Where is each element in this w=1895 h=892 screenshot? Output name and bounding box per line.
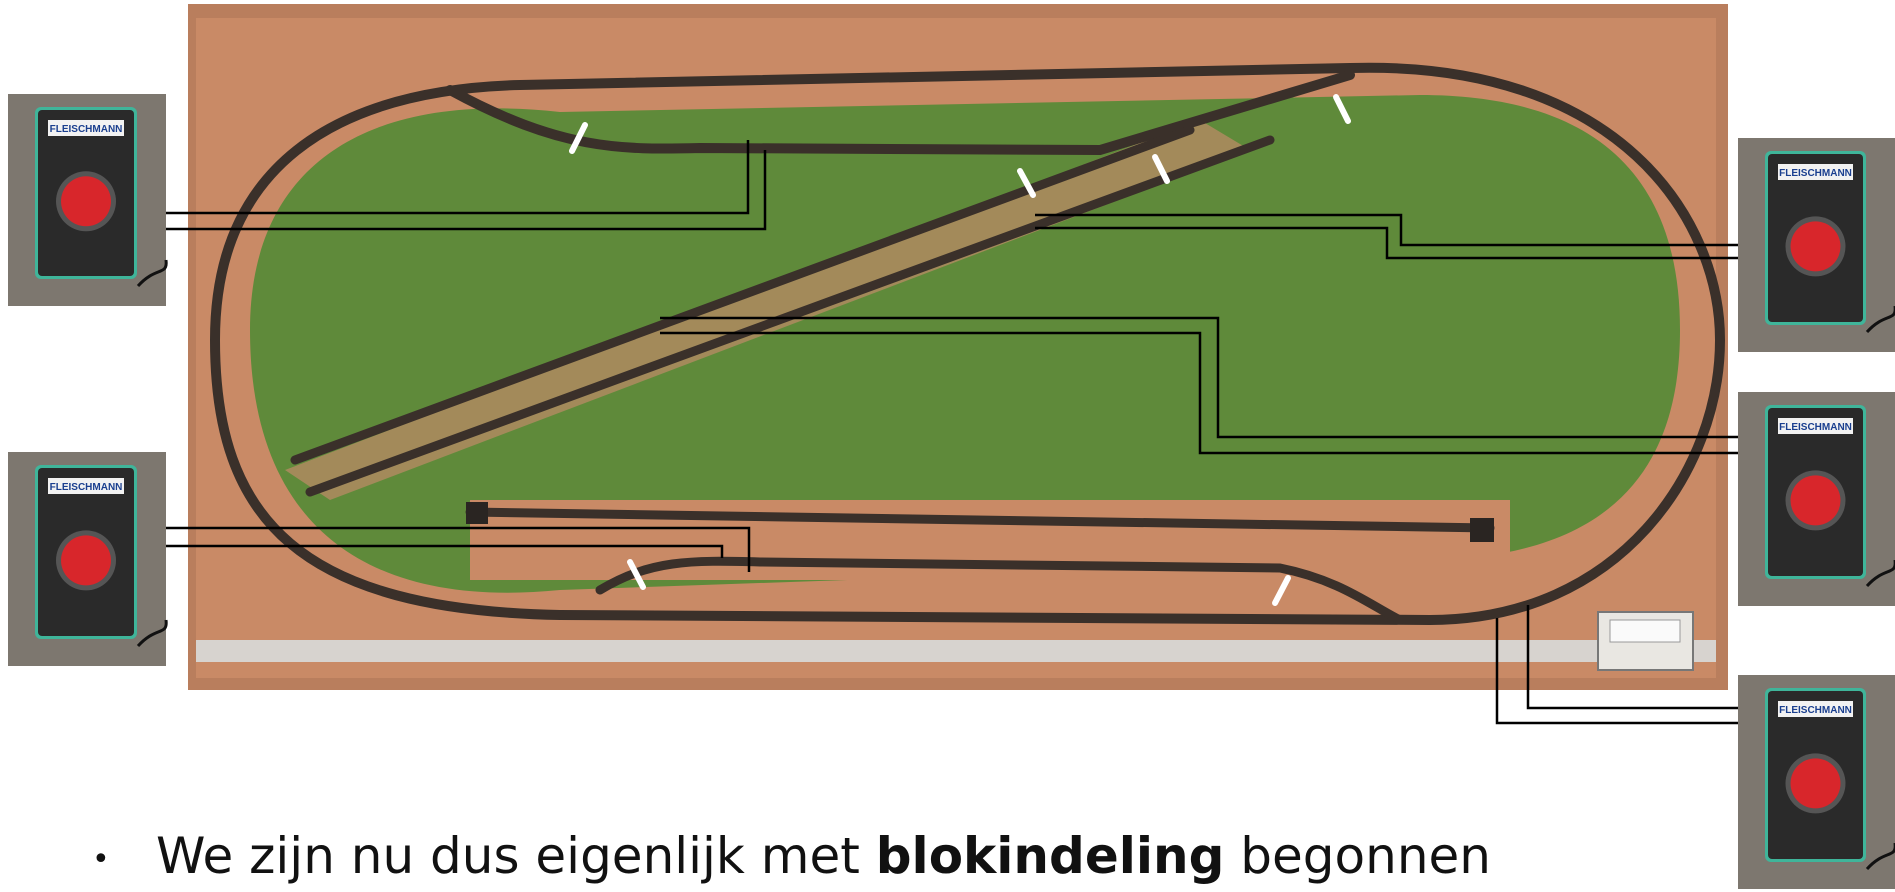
brand-label: FLEISCHMANN bbox=[1779, 422, 1852, 433]
wire bbox=[165, 150, 767, 231]
brand-label: FLEISCHMANN bbox=[1779, 705, 1852, 716]
bullet-text-after: begonnen bbox=[1224, 827, 1491, 885]
bullet-symbol: • bbox=[92, 841, 110, 877]
brand-plate bbox=[1778, 418, 1853, 434]
cable bbox=[1865, 306, 1895, 334]
knob bbox=[61, 535, 111, 586]
brand-plate bbox=[1778, 701, 1853, 717]
brand-label: FLEISCHMANN bbox=[50, 124, 123, 135]
cable bbox=[136, 619, 168, 648]
knob bbox=[61, 176, 111, 227]
isolator-mark bbox=[569, 122, 588, 154]
brand-plate bbox=[48, 478, 124, 494]
brand-plate bbox=[1778, 164, 1853, 180]
bullet-text: • We zijn nu dus eigenlijk met blokindeli… bbox=[92, 826, 1491, 890]
cable bbox=[1865, 560, 1895, 588]
lower-siding-track-2 bbox=[595, 556, 1405, 625]
knob bbox=[1790, 475, 1841, 526]
brand-plate bbox=[48, 120, 124, 136]
brand-label: FLEISCHMANN bbox=[50, 482, 123, 493]
wire bbox=[1495, 618, 1738, 725]
isolator-mark bbox=[1152, 154, 1170, 184]
knob bbox=[1790, 221, 1841, 272]
controller-right-top: FLEISCHMANN bbox=[1738, 138, 1895, 352]
lower-siding-track-1 bbox=[465, 507, 1495, 533]
controller-right-bottom: FLEISCHMANN bbox=[1738, 675, 1895, 889]
isolator-mark bbox=[1272, 575, 1291, 606]
isolator-mark bbox=[627, 559, 646, 590]
buffer-stop-left bbox=[466, 502, 488, 524]
upper-siding-track bbox=[445, 70, 1355, 156]
wire bbox=[165, 140, 750, 215]
controllers: FLEISCHMANN FLEISCHMANN FLEISCHMANN FLEISCH… bbox=[8, 94, 1895, 889]
buffer-stops bbox=[466, 502, 1494, 542]
cable bbox=[136, 259, 168, 288]
controller-left-top: FLEISCHMANN bbox=[8, 94, 168, 306]
wire bbox=[165, 544, 724, 558]
wiring bbox=[165, 140, 1738, 725]
track-plan bbox=[209, 62, 1726, 626]
wire bbox=[1526, 605, 1738, 710]
isolator-mark bbox=[1333, 94, 1351, 124]
wire bbox=[660, 316, 1738, 439]
diagonal-track-2 bbox=[305, 135, 1275, 497]
outer-loop-track bbox=[209, 62, 1726, 626]
cable bbox=[1865, 843, 1895, 871]
buffer-stop-right bbox=[1470, 518, 1494, 542]
wire bbox=[1035, 213, 1738, 247]
knob bbox=[1790, 758, 1841, 809]
controller-left-bottom: FLEISCHMANN bbox=[8, 452, 168, 666]
wire bbox=[1035, 226, 1738, 260]
isolators bbox=[569, 94, 1351, 606]
wire bbox=[660, 331, 1738, 455]
brand-label: FLEISCHMANN bbox=[1779, 168, 1852, 179]
bullet-text-bold: blokindeling bbox=[875, 827, 1225, 885]
wire bbox=[165, 526, 751, 572]
controller-right-middle: FLEISCHMANN bbox=[1738, 392, 1895, 606]
diagonal-track-1 bbox=[290, 125, 1195, 465]
isolator-mark bbox=[1017, 168, 1036, 198]
bullet-text-before: We zijn nu dus eigenlijk met bbox=[156, 827, 876, 885]
meter-box bbox=[1597, 611, 1694, 671]
